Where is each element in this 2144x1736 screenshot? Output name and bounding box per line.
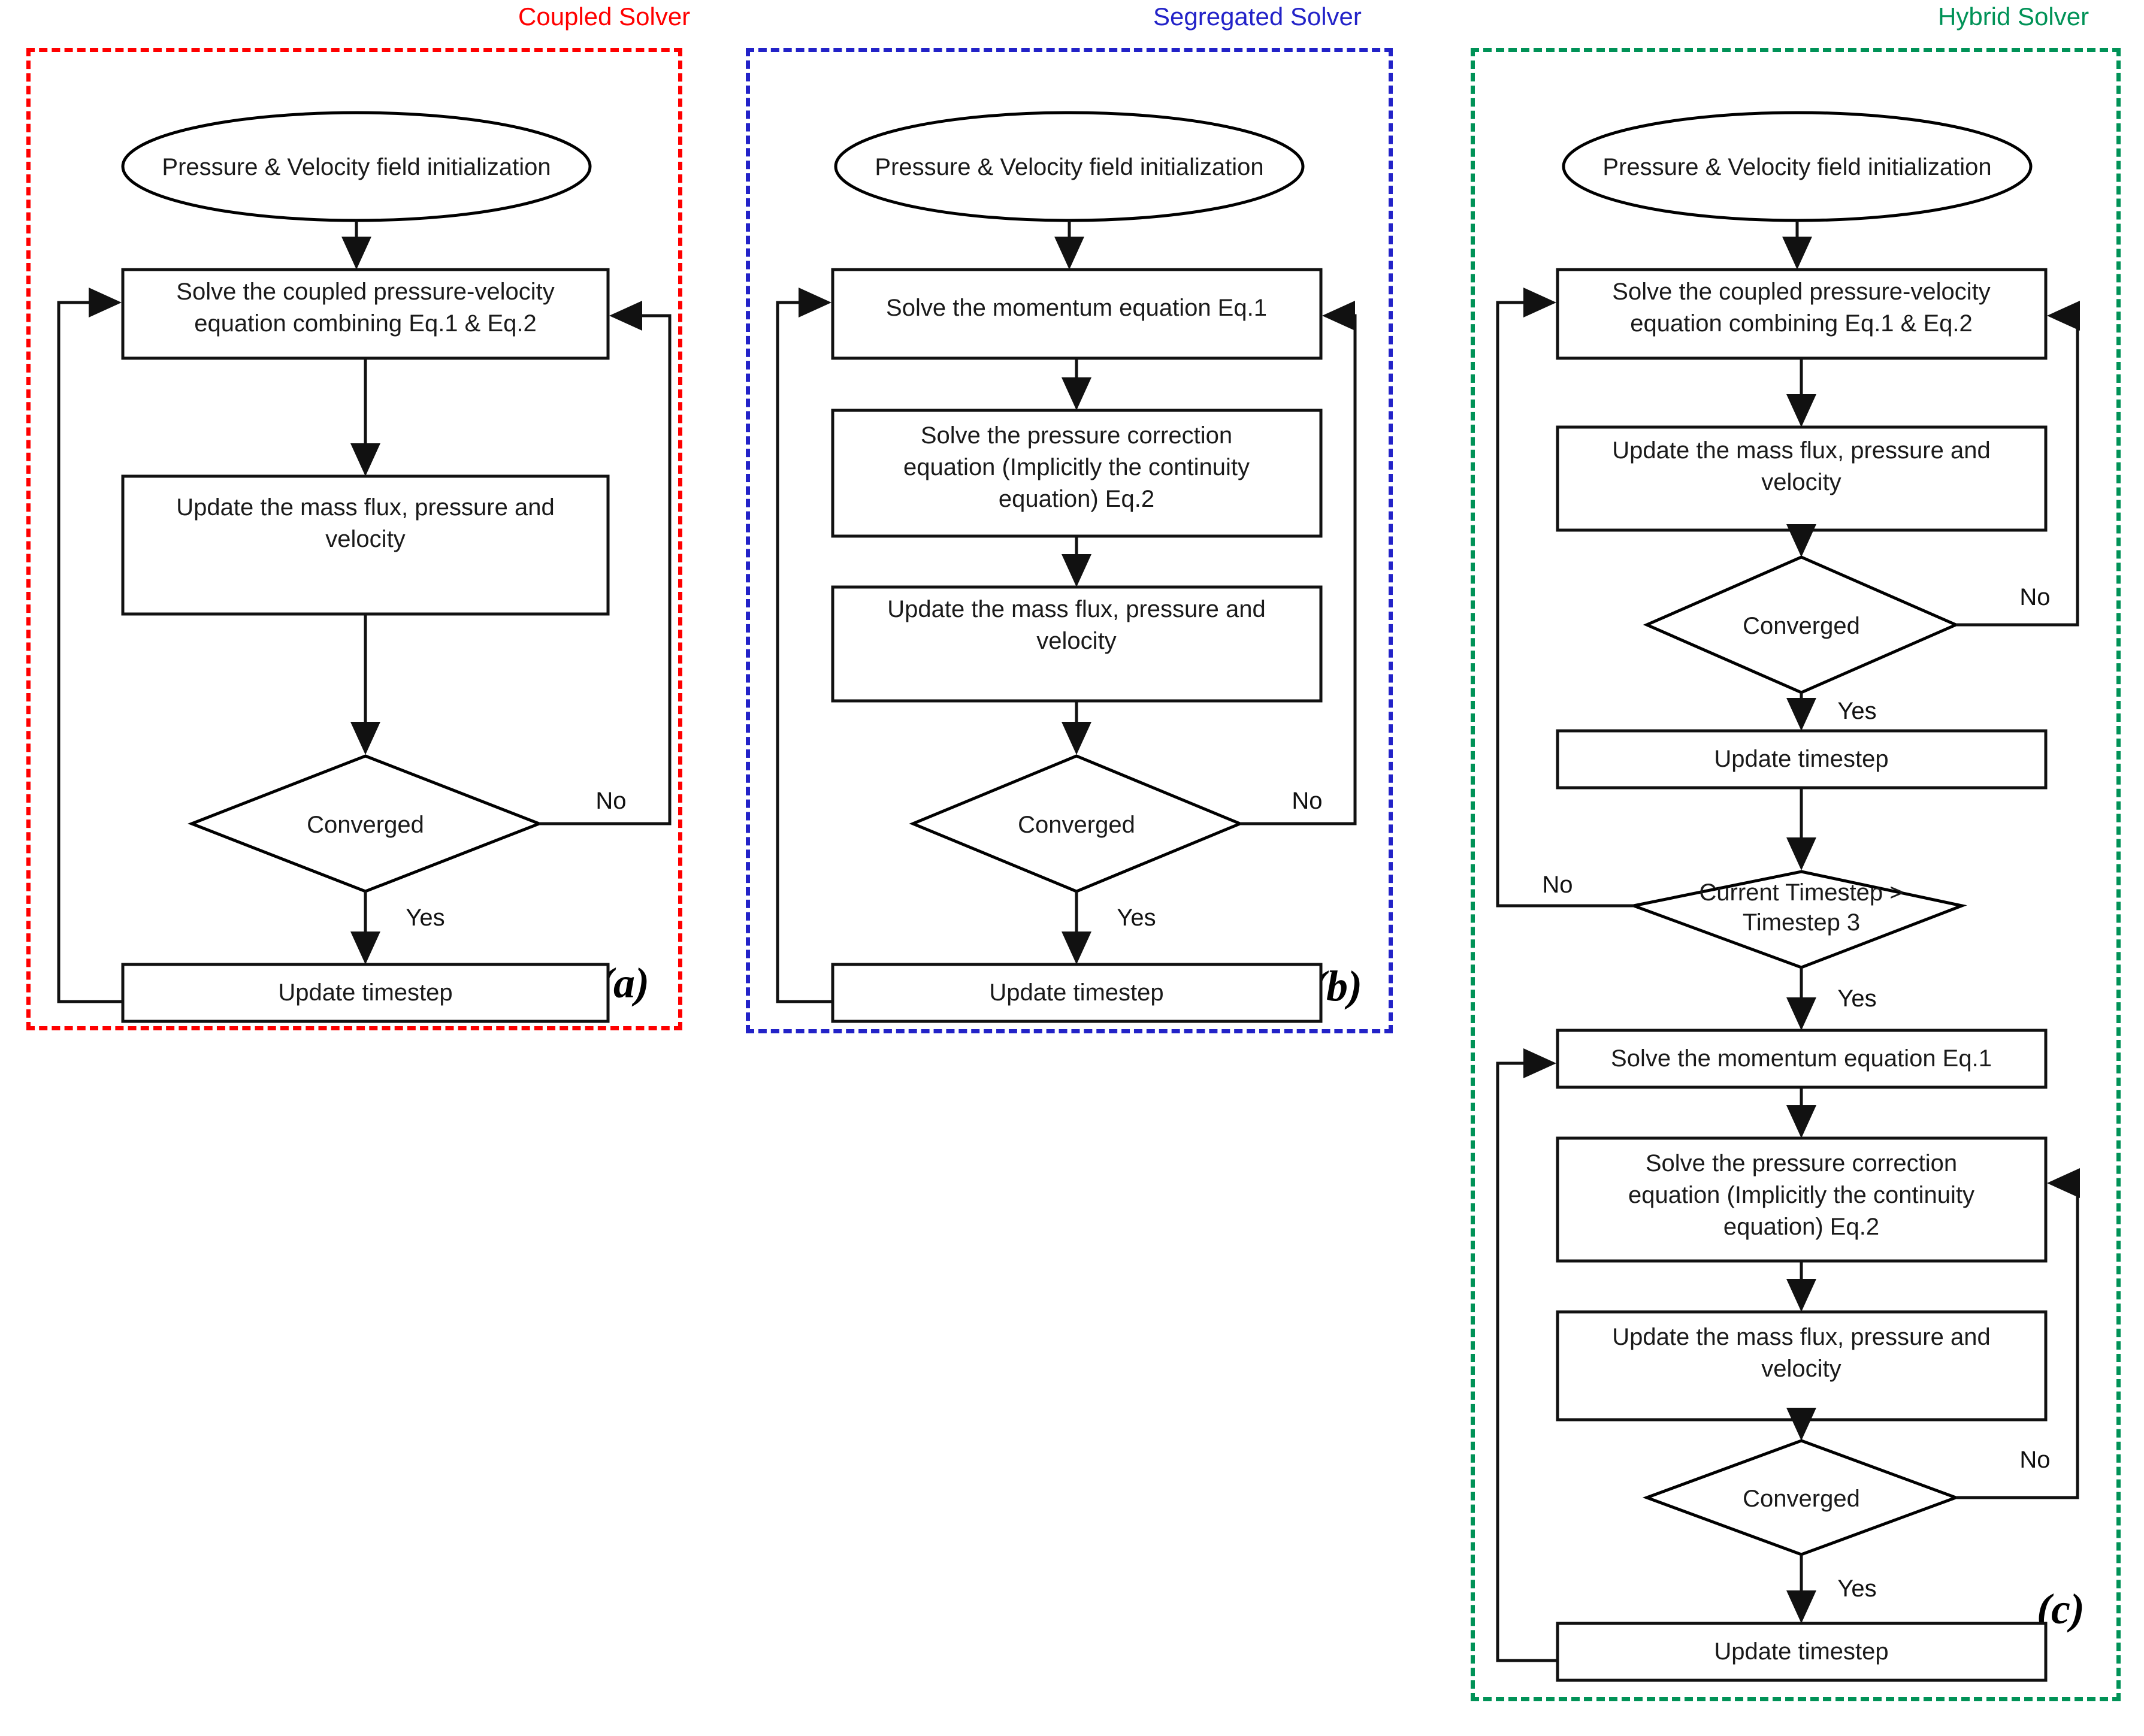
- panel-sublabel-b: (b): [1312, 962, 1362, 1010]
- panel-frame-segregated: [746, 48, 1393, 1033]
- panel-title-hybrid: Hybrid Solver: [1938, 2, 2089, 31]
- panel-frame-coupled: [26, 48, 682, 1030]
- panel-title-segregated: Segregated Solver: [1153, 2, 1362, 31]
- panel-sublabel-a: (a): [599, 959, 649, 1007]
- panel-frame-hybrid: [1471, 48, 2121, 1701]
- panel-title-coupled: Coupled Solver: [518, 2, 691, 31]
- panel-sublabel-c: (c): [2037, 1585, 2085, 1633]
